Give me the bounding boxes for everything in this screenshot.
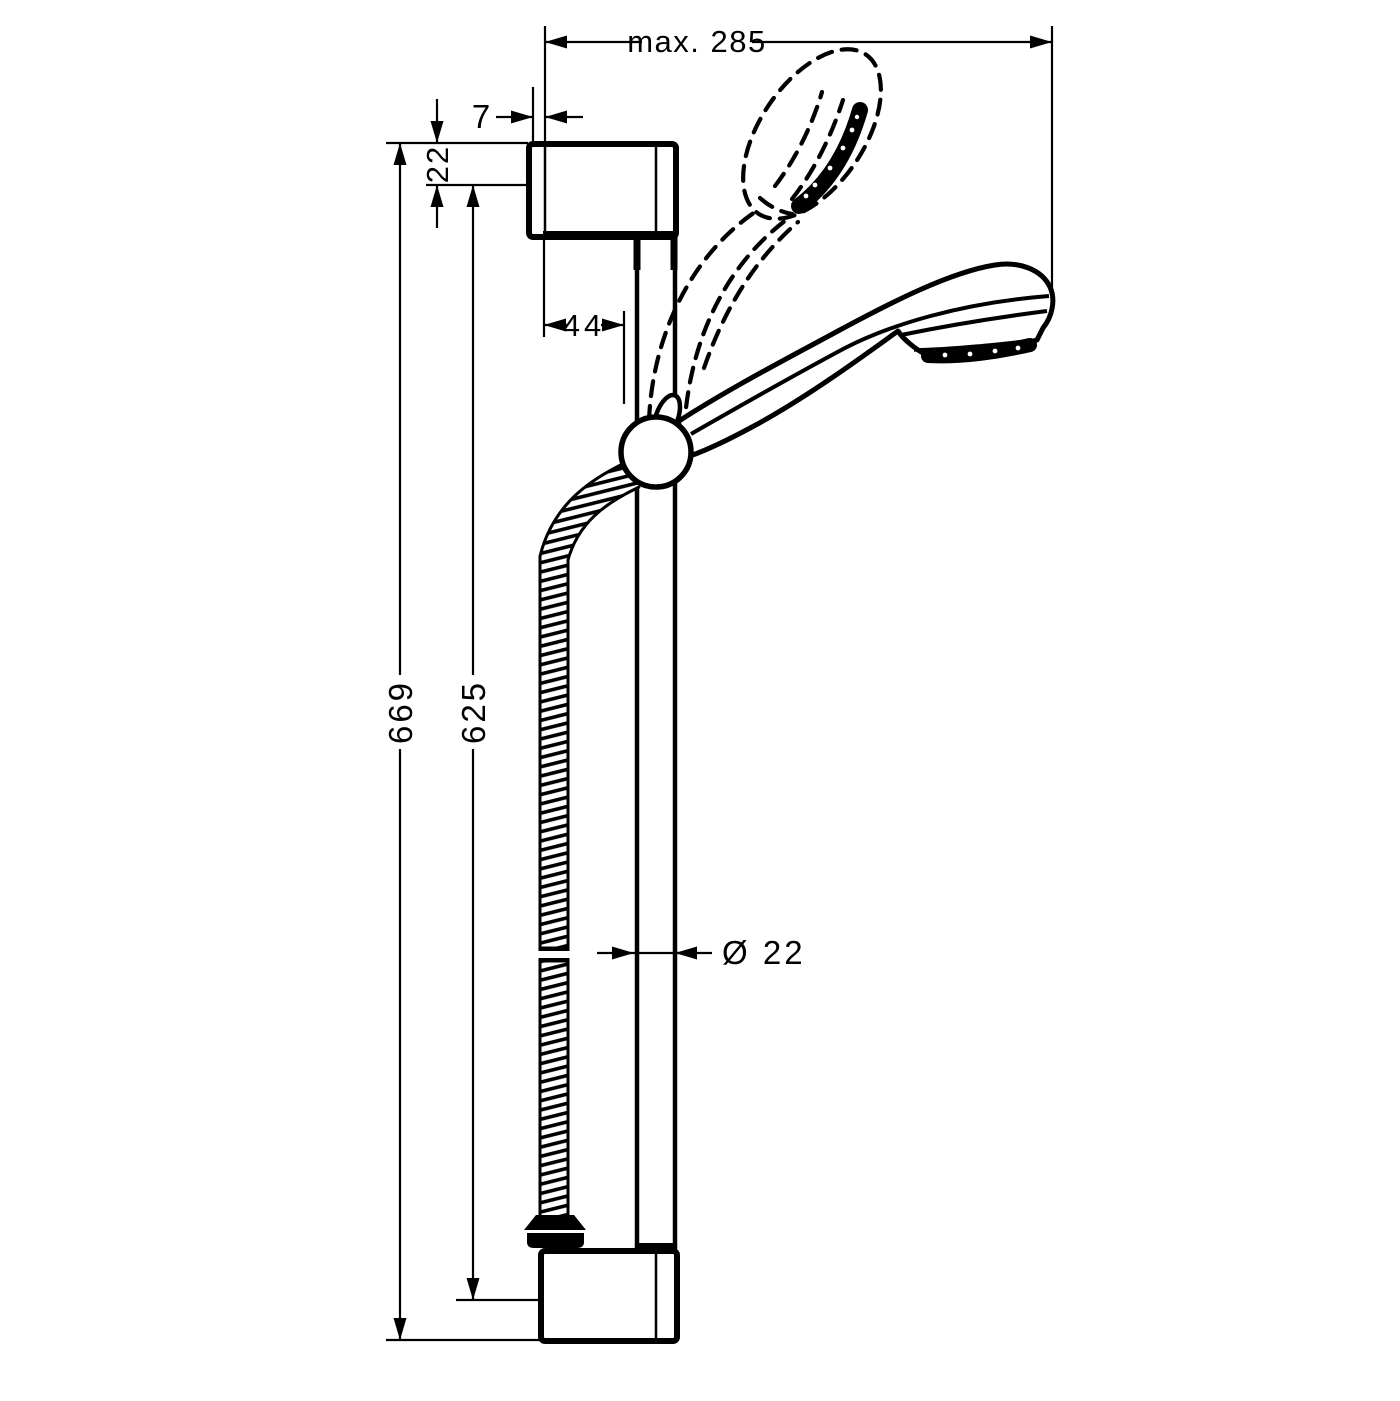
arrowhead-down [393,1318,407,1340]
shower-head-outline [676,261,1056,459]
hand-shower [676,261,1056,459]
shower-hose [538,459,641,1217]
dimension-625: 625 [455,185,540,1302]
spray-face-stipple-texture [942,345,1021,358]
dashed-spray-stipple-band [791,102,868,214]
bottom-wall-bracket [538,1243,680,1344]
dim-holder-depth-label: 44 [563,308,605,343]
dashed-spray-stipple-texture [803,114,860,199]
dimension-22: 22 [386,99,528,228]
arrowhead-right [602,318,624,332]
arrowhead-up [393,143,407,165]
arrowhead-down [466,1278,480,1300]
arrowhead-right [1030,35,1052,49]
top-bracket-body [526,141,679,240]
handle-inner-seam [690,294,1050,436]
top-wall-bracket [526,141,679,240]
holder-knob [618,414,694,490]
arrowhead-left [545,35,567,49]
arrowhead-left [544,318,566,332]
dimension-669: 669 [382,143,540,1342]
arrowhead-down [430,121,444,143]
wall-bar [633,237,678,1250]
nut-lower-body [527,1233,584,1248]
head-chrome-stripe [900,309,1048,337]
arrowhead-left [675,946,697,960]
arrowhead-up [466,185,480,207]
dim-bar-diameter-label: Ø 22 [722,934,806,971]
dim-rail-length-label: 625 [455,680,492,744]
hose-upper-hatch [541,462,640,948]
dimension-max-285: max. 285 [543,24,1054,290]
hand-shower-dashed-position [646,47,883,435]
hose-connector-nut [524,1215,586,1248]
dim-total-length-label: 669 [382,680,419,744]
dashed-handle-inner-seam [701,219,801,371]
arrowhead-left [511,110,533,124]
arrowhead-right [545,110,567,124]
dashed-head-cap-seam [757,195,795,217]
dimension-diameter-22: Ø 22 [597,934,806,971]
dim-max-width-label: max. 285 [627,24,767,59]
dashed-head-stripe-1 [772,89,825,189]
arrowhead-up [430,185,444,207]
dimension-44: 44 [542,240,626,404]
bottom-bracket-clamp-band [635,1243,677,1252]
dashed-shower-head-outline [741,47,883,221]
dashed-head-stripe-2 [789,97,846,202]
dim-offset-label: 7 [472,98,490,135]
dashed-handle-left-edge [646,209,758,424]
slider-holder [618,392,694,490]
nut-upper-cone [524,1215,586,1230]
dashed-head-spray-face [791,102,868,214]
dim-bracket-height-label: 22 [420,145,455,183]
dimension-7: 7 [472,87,583,142]
arrowhead-right [612,946,634,960]
dashed-handle-right-edge [681,217,789,435]
bottom-bracket-body [538,1248,680,1344]
